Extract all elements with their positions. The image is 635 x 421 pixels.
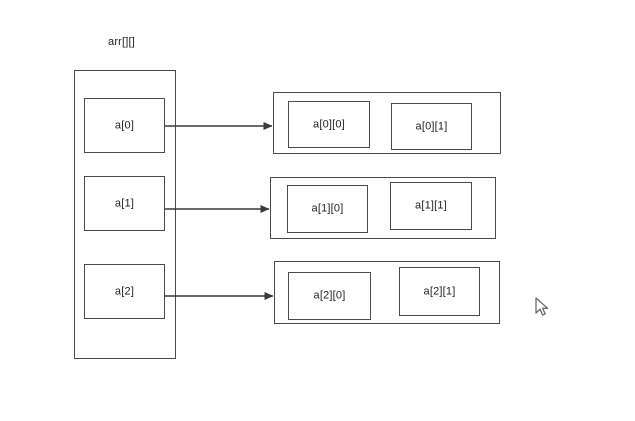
- inner-array-cell-2-1-label: a[2][1]: [423, 285, 456, 297]
- inner-array-cell-1-0-label: a[1][0]: [311, 202, 344, 215]
- page-title: arr[][]: [108, 36, 136, 48]
- outer-array-cell-0-label: a[0]: [114, 119, 135, 131]
- outer-array-cell-1[interactable]: a[1]: [84, 176, 165, 231]
- inner-array-container-2: a[2][0] a[2][1]: [274, 261, 500, 324]
- outer-array-container: a[0] a[1] a[2]: [74, 70, 176, 359]
- inner-array-cell-2-1[interactable]: a[2][1]: [399, 267, 480, 316]
- inner-array-cell-2-0-label: a[2][0]: [313, 289, 346, 302]
- inner-array-cell-0-0[interactable]: a[0][0]: [288, 101, 370, 148]
- outer-array-cell-2-label: a[2]: [114, 285, 135, 297]
- outer-array-cell-2[interactable]: a[2]: [84, 264, 165, 319]
- outer-array-cell-0[interactable]: a[0]: [84, 98, 165, 153]
- inner-array-cell-0-1[interactable]: a[0][1]: [391, 103, 472, 150]
- inner-array-cell-0-1-label: a[0][1]: [415, 120, 448, 132]
- inner-array-cell-1-0[interactable]: a[1][0]: [287, 185, 368, 233]
- inner-array-cell-1-1-label: a[1][1]: [415, 199, 447, 212]
- inner-array-cell-2-0[interactable]: a[2][0]: [288, 272, 371, 320]
- mouse-pointer-icon: [535, 297, 549, 316]
- inner-array-container-1: a[1][0] a[1][1]: [270, 177, 496, 239]
- inner-array-cell-1-1[interactable]: a[1][1]: [390, 182, 472, 230]
- inner-array-cell-0-0-label: a[0][0]: [313, 118, 345, 130]
- inner-array-container-0: a[0][0] a[0][1]: [273, 92, 501, 154]
- outer-array-cell-1-label: a[1]: [114, 197, 135, 209]
